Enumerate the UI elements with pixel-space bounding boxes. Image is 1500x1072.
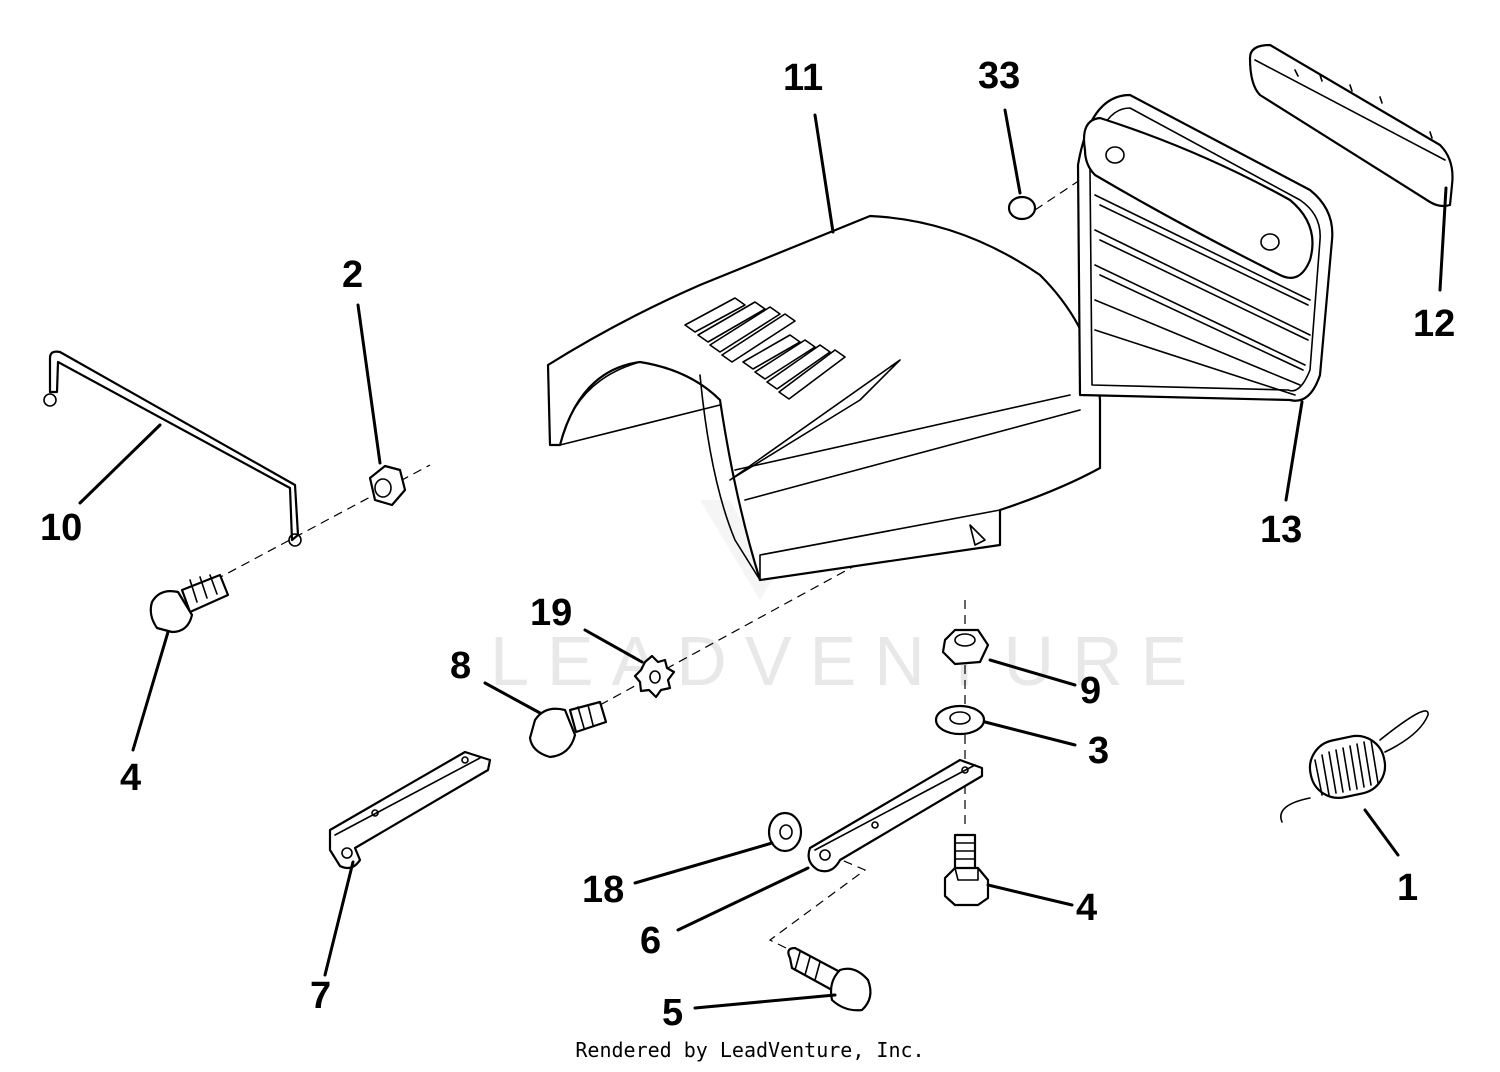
flange-bolt-part (528, 700, 608, 759)
callout-33: 33 (978, 55, 1020, 97)
callout-10: 10 (40, 507, 82, 549)
nut-part (368, 464, 407, 507)
callout-13: 13 (1260, 509, 1302, 551)
leader-lines (78, 108, 1448, 1010)
grille-part (1076, 93, 1334, 402)
callout-labels: 11 33 12 2 10 13 19 8 9 4 3 1 18 4 6 7 5 (40, 55, 1455, 1034)
callout-11: 11 (783, 57, 823, 99)
star-washer-part (633, 654, 676, 699)
callout-4-right: 4 (1076, 887, 1097, 929)
callout-8: 8 (450, 645, 471, 687)
footer-credit: Rendered by LeadVenture, Inc. (575, 1038, 925, 1062)
callout-2: 2 (342, 254, 363, 296)
rod-part (43, 350, 302, 547)
callout-5: 5 (662, 992, 683, 1034)
plug-part (1007, 195, 1037, 221)
small-washer-part (767, 811, 803, 853)
callout-18: 18 (582, 869, 624, 911)
callout-19: 19 (530, 592, 572, 634)
callout-7: 7 (310, 975, 331, 1017)
hood-part (546, 214, 1102, 582)
bolt-bottom-part (787, 946, 872, 1012)
nut-right-part (941, 628, 990, 666)
emblem-strip-part (1248, 43, 1454, 208)
bolt-left-part (149, 573, 230, 634)
bolt-right-part (943, 833, 990, 907)
callout-12: 12 (1413, 303, 1455, 345)
callout-3: 3 (1088, 730, 1109, 772)
callout-4-left: 4 (120, 757, 141, 799)
callout-9: 9 (1080, 670, 1101, 712)
callout-1: 1 (1397, 867, 1418, 909)
callout-6: 6 (640, 920, 661, 962)
bracket-right-part (807, 758, 984, 873)
spring-part (1280, 710, 1429, 823)
bracket-left-part (328, 750, 492, 870)
flat-washer-part (934, 704, 986, 736)
watermark-text: LEADVENTURE (490, 622, 1205, 700)
